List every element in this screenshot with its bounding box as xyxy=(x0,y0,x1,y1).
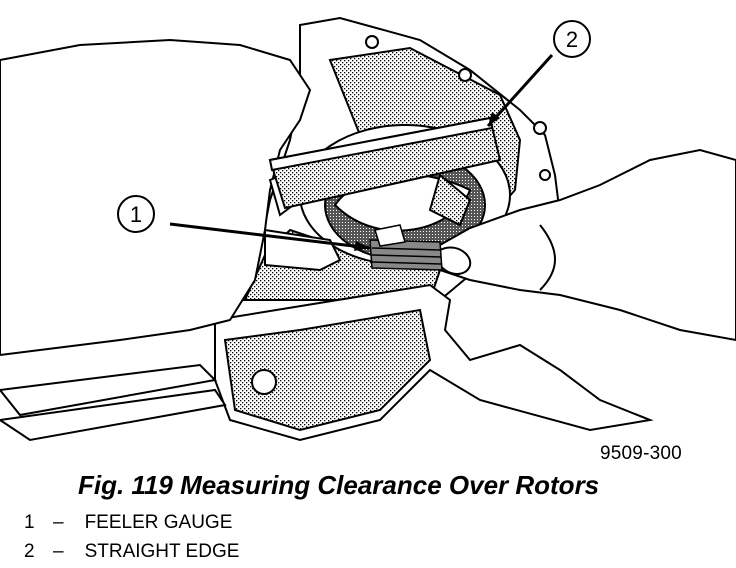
legend-item-label: STRAIGHT EDGE xyxy=(84,541,240,562)
callout-2-number: 2 xyxy=(566,27,578,52)
legend: 1 – FEELER GAUGE 2 – STRAIGHT EDGE xyxy=(24,508,239,566)
housing-base xyxy=(0,283,654,442)
legend-separator: – xyxy=(52,541,64,562)
technical-illustration: 1 2 xyxy=(0,16,736,442)
legend-separator: – xyxy=(52,512,64,533)
callout-1-number: 1 xyxy=(130,202,142,227)
straight-edge xyxy=(268,116,502,210)
legend-item: 2 – STRAIGHT EDGE xyxy=(24,537,239,566)
callout-1: 1 xyxy=(117,195,371,251)
figure-caption: Fig. 119 Measuring Clearance Over Rotors xyxy=(78,470,600,500)
feeler-gauge xyxy=(369,224,443,271)
legend-item-number: 2 xyxy=(24,541,35,562)
right-hand xyxy=(436,148,736,342)
legend-item: 1 – FEELER GAUGE xyxy=(24,508,239,537)
figure-number: 9509-300 xyxy=(600,443,682,464)
legend-item-number: 1 xyxy=(24,512,35,533)
left-hand xyxy=(0,38,342,357)
callout-2: 2 xyxy=(486,20,591,128)
legend-item-label: FEELER GAUGE xyxy=(84,512,233,533)
